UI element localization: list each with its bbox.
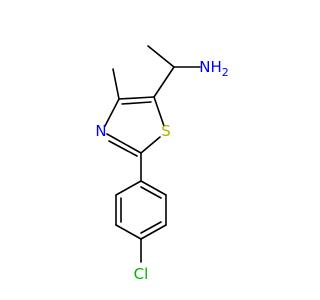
bond-ph-double-1 bbox=[140, 186, 162, 199]
molecule-structure: NH2 N S Cl bbox=[95, 45, 229, 283]
bond-ph-3 bbox=[140, 224, 167, 240]
structure-canvas: NH2 N S Cl bbox=[95, 45, 229, 283]
bond-ph-6 bbox=[115, 180, 142, 196]
sulfur-label: S bbox=[161, 122, 171, 140]
bond-n3-c2-double bbox=[108, 140, 138, 157]
bond-ch-c5 bbox=[153, 66, 175, 98]
bond-ph-double-2 bbox=[140, 221, 162, 234]
bond-c5-c4 bbox=[118, 96, 155, 100]
bond-n3-c2 bbox=[106, 133, 142, 154]
bond-c4-methyl bbox=[112, 68, 120, 100]
bond-lines bbox=[104, 45, 201, 263]
amine-label: NH2 bbox=[199, 58, 229, 79]
bond-c4-n3 bbox=[104, 98, 120, 127]
bond-ph-1 bbox=[140, 180, 167, 196]
bond-methyl-ch bbox=[147, 45, 175, 68]
nitrogen-label: N bbox=[95, 122, 106, 140]
bond-c5-c4-double bbox=[121, 101, 152, 105]
chlorine-label: Cl bbox=[134, 265, 149, 283]
bond-ph-4 bbox=[115, 224, 142, 240]
bond-s1-c2 bbox=[140, 136, 161, 154]
bond-c5-s1 bbox=[153, 96, 165, 127]
